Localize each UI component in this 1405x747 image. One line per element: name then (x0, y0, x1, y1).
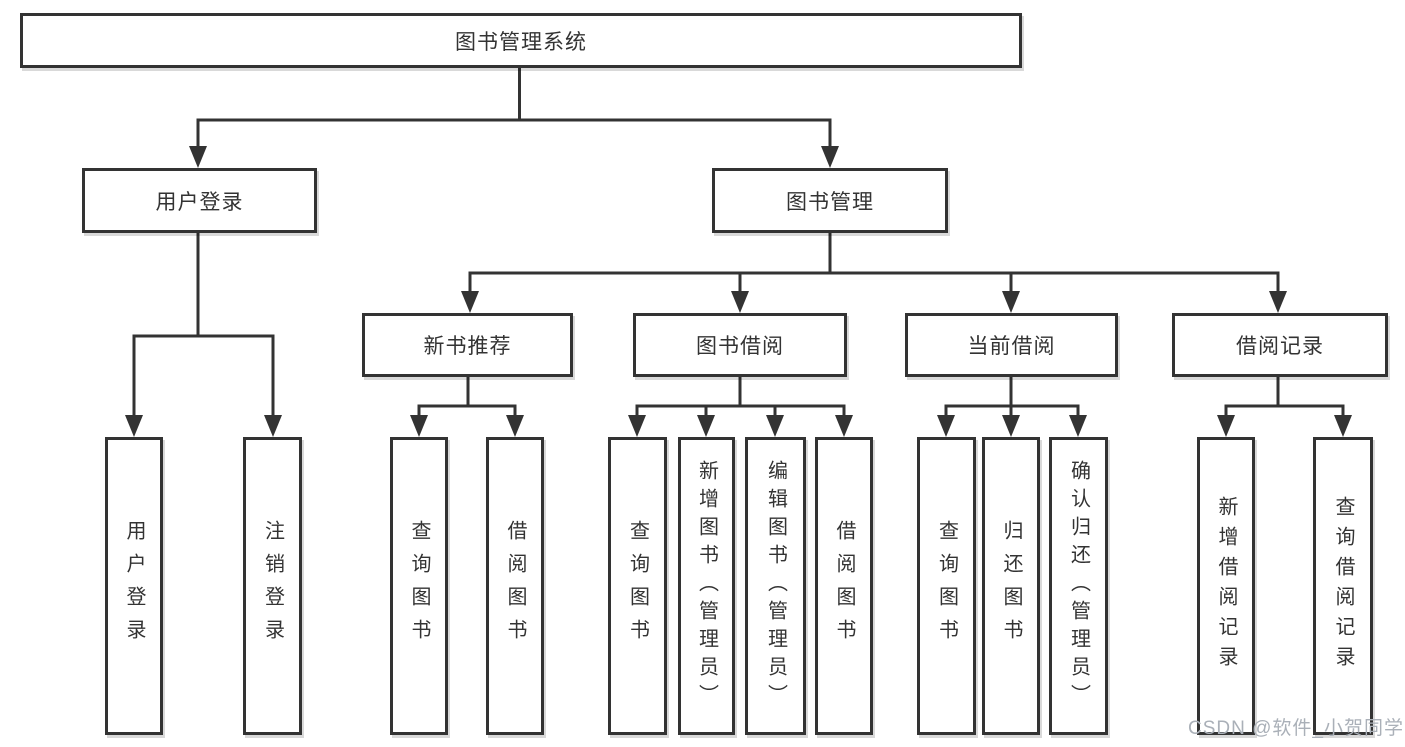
leaf-borrow-books: 借阅图书 (486, 437, 544, 735)
node-label: 用户登录 (123, 520, 145, 652)
csdn-watermark: CSDN @软件_小贺同学 (1188, 718, 1404, 739)
arrow-down-icon (821, 146, 839, 168)
connector-user-login-children (125, 231, 282, 437)
leaf-return-book: 归还图书 (982, 437, 1040, 735)
node-label: 确认归还（管理员） (1067, 460, 1090, 712)
connector-new-book-recommend-children (410, 375, 524, 437)
node-label: 查询图书 (935, 520, 958, 652)
node-book-borrow: 图书借阅 (633, 313, 847, 377)
leaf-edit-book-admin: 编辑图书（管理员） (745, 437, 806, 735)
arrow-down-icon (506, 415, 524, 437)
node-label: 借阅图书 (833, 520, 855, 652)
arrow-down-icon (264, 415, 282, 437)
leaf-add-book-admin: 新增图书（管理员） (678, 437, 735, 735)
node-label: 用户登录 (155, 190, 244, 214)
node-label: 归还图书 (1000, 520, 1022, 652)
node-label: 查询图书 (626, 520, 649, 652)
arrow-down-icon (189, 146, 207, 168)
connector-borrow-records-children (1217, 375, 1352, 437)
arrow-down-icon (1334, 415, 1352, 437)
node-label: 图书管理 (786, 190, 874, 214)
node-new-book-recommend: 新书推荐 (362, 313, 573, 377)
arrow-down-icon (410, 415, 428, 437)
leaf-query-borrow-record: 查询借阅记录 (1313, 437, 1373, 735)
node-label: 新增图书（管理员） (695, 460, 718, 712)
node-label: 编辑图书（管理员） (764, 460, 787, 712)
arrow-down-icon (766, 415, 784, 437)
node-label: 查询图书 (408, 520, 430, 652)
arrow-down-icon (697, 415, 715, 437)
node-label: 借阅记录 (1236, 335, 1324, 358)
leaf-query-books: 查询图书 (390, 437, 448, 735)
leaf-add-borrow-record: 新增借阅记录 (1197, 437, 1255, 735)
connector-current-borrow-children (937, 375, 1087, 437)
arrow-down-icon (731, 291, 749, 313)
arrow-down-icon (1069, 415, 1087, 437)
node-label: 新书推荐 (423, 335, 512, 358)
node-label: 新增借阅记录 (1215, 496, 1237, 676)
node-label: 借阅图书 (504, 520, 526, 652)
arrow-down-icon (1269, 291, 1287, 313)
connector-book-management-children (461, 231, 1287, 313)
leaf-logout: 注销登录 (243, 437, 302, 735)
leaf-user-login: 用户登录 (105, 437, 163, 735)
node-label: 查询借阅记录 (1332, 496, 1354, 676)
arrow-down-icon (125, 415, 143, 437)
arrow-down-icon (461, 291, 479, 313)
arrow-down-icon (1002, 291, 1020, 313)
node-label: 图书管理系统 (455, 30, 587, 54)
leaf-query-books: 查询图书 (608, 437, 667, 735)
arrow-down-icon (1002, 415, 1020, 437)
leaf-confirm-return-admin: 确认归还（管理员） (1049, 437, 1108, 735)
leaf-query-books: 查询图书 (917, 437, 976, 735)
node-user-login: 用户登录 (82, 168, 317, 233)
arrow-down-icon (628, 415, 646, 437)
node-borrow-records: 借阅记录 (1172, 313, 1388, 377)
node-label: 当前借阅 (967, 335, 1056, 358)
arrow-down-icon (937, 415, 955, 437)
arrow-down-icon (835, 415, 853, 437)
arrow-down-icon (1217, 415, 1235, 437)
node-library-system: 图书管理系统 (20, 13, 1022, 68)
node-label: 注销登录 (261, 520, 284, 652)
connector-root-to-level2 (189, 66, 839, 168)
leaf-borrow-books: 借阅图书 (815, 437, 873, 735)
connector-book-borrow-children (628, 375, 853, 437)
node-book-management: 图书管理 (712, 168, 948, 233)
node-label: 图书借阅 (696, 335, 784, 358)
node-current-borrow: 当前借阅 (905, 313, 1118, 377)
